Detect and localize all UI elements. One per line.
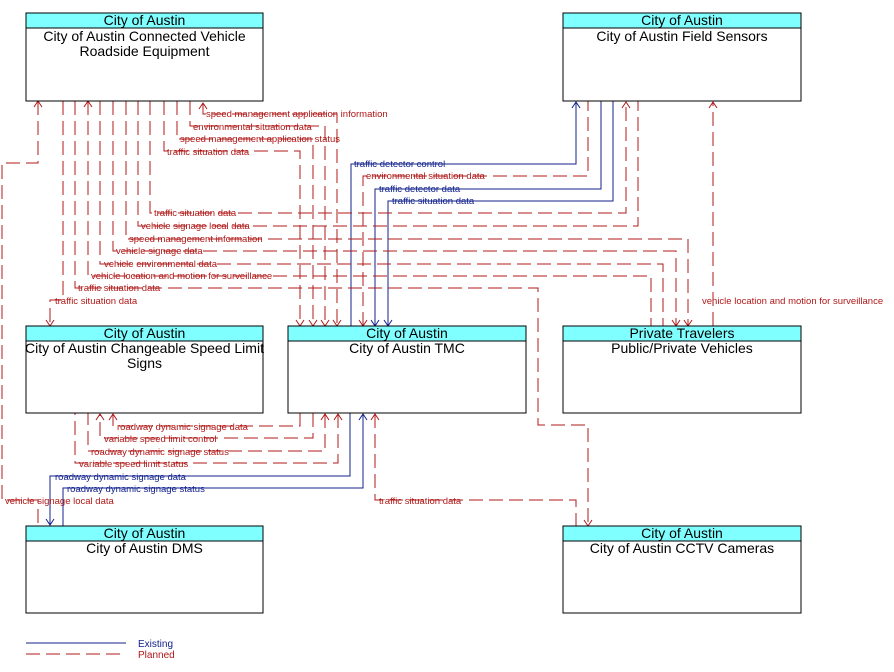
flow-line-speed-mgmt-app-info [202,103,338,326]
legend-planned-label: Planned [138,650,175,661]
flow-label: speed management application information [206,109,388,120]
legend-existing-label: Existing [138,639,173,650]
flow-line-roadway-signage-data-signs [112,413,301,427]
arrowhead [108,413,118,421]
flow-line-vehicle-signage-data [112,101,677,326]
flow-label: traffic situation data [78,283,161,294]
flow-line-traffic-detector-data [374,101,602,326]
entity-vehicles[interactable]: Private Travelers Public/Private Vehicle… [562,325,802,414]
flow-line-vehicle-location-motion [87,101,652,326]
flow-line-traffic-detector-control [350,102,577,326]
arrowhead [198,102,208,110]
arrowhead [295,319,305,327]
flow-line-roadway-signage-data-dms [49,413,351,525]
entity-name: City of Austin CCTV Cameras [590,540,774,556]
flow-line-traffic-situation-rse-cctv [74,101,589,526]
flow-label: roadway dynamic signage status [67,484,205,495]
flow-label: vehicle location and motion for surveill… [702,296,883,307]
flow-label: traffic situation data [167,147,250,158]
entity-owner: Private Travelers [629,325,734,341]
flow-line-traffic-situation-cctv [374,414,577,526]
entity-name: Roadside Equipment [80,43,210,59]
entity-owner: City of Austin [104,525,186,541]
entity-name: City of Austin Field Sensors [596,28,767,44]
entity-name: City of Austin Changeable Speed Limit [25,340,264,356]
entity-name: City of Austin DMS [86,540,203,556]
entity-name: Signs [127,355,162,371]
entity-owner: City of Austin [104,12,186,28]
flow-line-traffic-situation-sensors-rse [149,101,627,214]
flow-label: traffic detector control [354,159,445,170]
flow-label: variable speed limit status [79,459,189,470]
flow-label: vehicle signage local data [5,496,115,507]
flow-label: vehicle environmental data [104,259,218,270]
flow-label: variable speed limit control [104,434,216,445]
flow-label: environmental situation data [366,171,486,182]
entity-owner: City of Austin [366,325,448,341]
flow-label: speed management application status [180,134,340,145]
arrowhead [358,413,368,421]
entity-owner: City of Austin [104,325,186,341]
arrowhead [308,319,318,327]
flow-label: traffic situation data [55,296,138,307]
arrowhead [320,319,330,327]
arrowhead [621,101,631,109]
flow-line-speed-mgmt-app-status [176,101,314,326]
flow-label: traffic situation data [379,496,462,507]
arrowhead [370,413,380,421]
entity-tmc[interactable]: City of Austin City of Austin TMC [287,325,527,414]
flow-label: roadway dynamic signage data [55,472,187,483]
entity-owner: City of Austin [641,12,723,28]
flow-label: vehicle signage data [116,246,203,257]
flow-label: roadway dynamic signage data [117,422,249,433]
flow-label: environmental situation data [193,122,313,133]
flow-line-vehicle-signage-local [137,101,639,227]
flow-line-traffic-situation-rse-signs [49,101,64,326]
legend: Existing Planned [26,639,175,661]
flow-line-roadway-signage-status-signs [87,413,326,452]
flow-label: roadway dynamic signage status [91,447,229,458]
flow-line-vehicle-signage-local-dms [1,101,39,526]
flow-line-vsl-control [99,413,314,439]
flow-label: traffic detector data [379,184,461,195]
arrowhead [571,101,581,109]
arrowhead [95,413,105,421]
flow-label: traffic situation data [154,208,237,219]
entity-cctv[interactable]: City of Austin City of Austin CCTV Camer… [562,525,802,614]
flow-label: speed management information [129,234,263,245]
entity-name: City of Austin TMC [349,340,465,356]
entity-owner: City of Austin [641,525,723,541]
flow-label: traffic situation data [392,196,475,207]
entity-name: Public/Private Vehicles [611,340,753,356]
flow-label: vehicle location and motion for surveill… [91,271,272,282]
arrowhead [333,413,343,421]
entity-cv-rse[interactable]: City of Austin City of Austin Connected … [25,12,264,102]
entity-name: City of Austin Connected Vehicle [43,28,246,44]
arrowhead [45,518,55,526]
entity-dms[interactable]: City of Austin City of Austin DMS [25,525,264,614]
entity-speed-limit-signs[interactable]: City of Austin City of Austin Changeable… [25,325,264,414]
flow-line-vehicle-env-data [99,101,664,326]
flow-line-roadway-signage-status-dms [62,414,364,526]
arrowhead [708,101,718,109]
flow-line-env-situation-data-sensors [362,101,589,326]
flow-line-vsl-status [74,413,339,464]
arrowhead [320,413,330,421]
flow-label: vehicle signage local data [141,221,251,232]
entity-field-sensors[interactable]: City of Austin City of Austin Field Sens… [562,12,802,102]
flow-line-speed-mgmt-info [125,101,689,326]
